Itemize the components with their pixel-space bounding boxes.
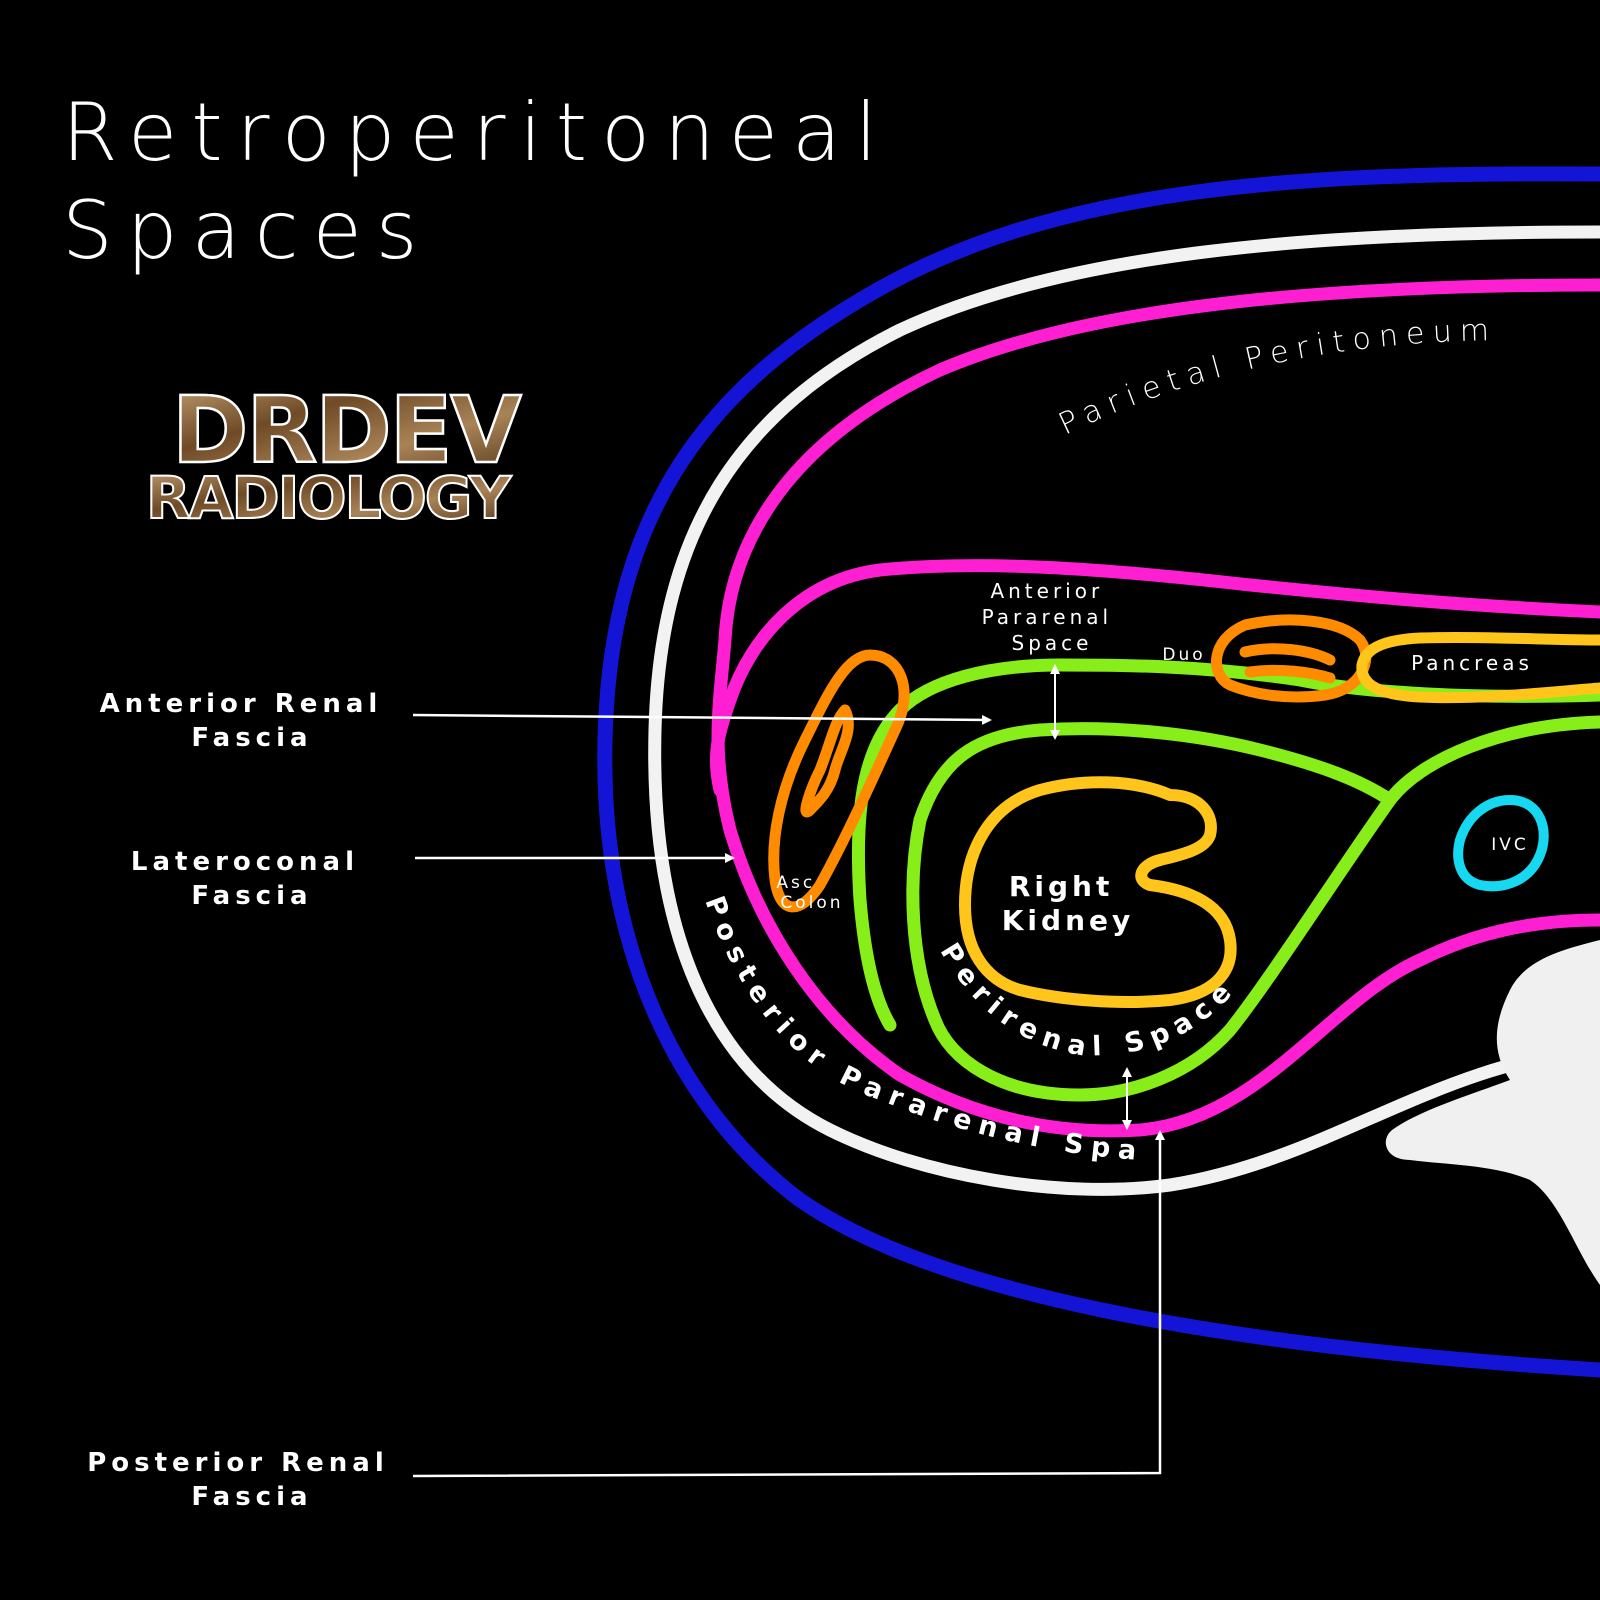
right-kidney-label: Right Kidney xyxy=(1002,870,1135,937)
pancreas-label: Pancreas xyxy=(1411,651,1533,675)
parietal-peritoneum-label: Parietal Peritoneum xyxy=(1053,313,1497,442)
posterior-renal-fascia-label: Posterior Renal Fascia xyxy=(87,1448,403,1512)
title-line-2: Spaces xyxy=(62,184,431,277)
posterior-renal-fascia-arrow xyxy=(412,1130,1165,1478)
duodenum xyxy=(1211,614,1372,703)
inner-pink-peritoneum xyxy=(709,559,1600,797)
ascending-colon xyxy=(768,649,910,913)
vertebra-shape xyxy=(1385,940,1600,1285)
right-kidney-outline xyxy=(959,776,1237,1008)
logo-line-1: DRDEV xyxy=(172,377,521,484)
lateroconal-fascia-label: Lateroconal Fascia xyxy=(131,847,373,911)
title-line-1: Retroperitoneal xyxy=(62,86,891,179)
parietal-peritoneum-line xyxy=(648,225,1600,1196)
logo-line-2: RADIOLOGY xyxy=(146,464,512,532)
duo-label: Duo xyxy=(1162,645,1205,665)
drdev-radiology-logo: DRDEV RADIOLOGY xyxy=(145,376,525,533)
anterior-renal-fascia-label: Anterior Renal Fascia xyxy=(100,689,397,753)
outer-pink-fascia xyxy=(711,278,1600,1138)
asc-colon-label: Asc Colon xyxy=(776,873,843,913)
anterior-renal-fascia-arrow xyxy=(412,713,992,725)
perirenal-cone-line xyxy=(906,715,1600,1102)
ivc-label: IVC xyxy=(1491,835,1529,855)
outer-body-wall xyxy=(597,166,1600,1378)
anterior-pararenal-space-label: Anterior Pararenal Space xyxy=(982,579,1123,655)
ivc-outline xyxy=(1453,795,1549,892)
pancreas-outline xyxy=(1356,631,1600,704)
